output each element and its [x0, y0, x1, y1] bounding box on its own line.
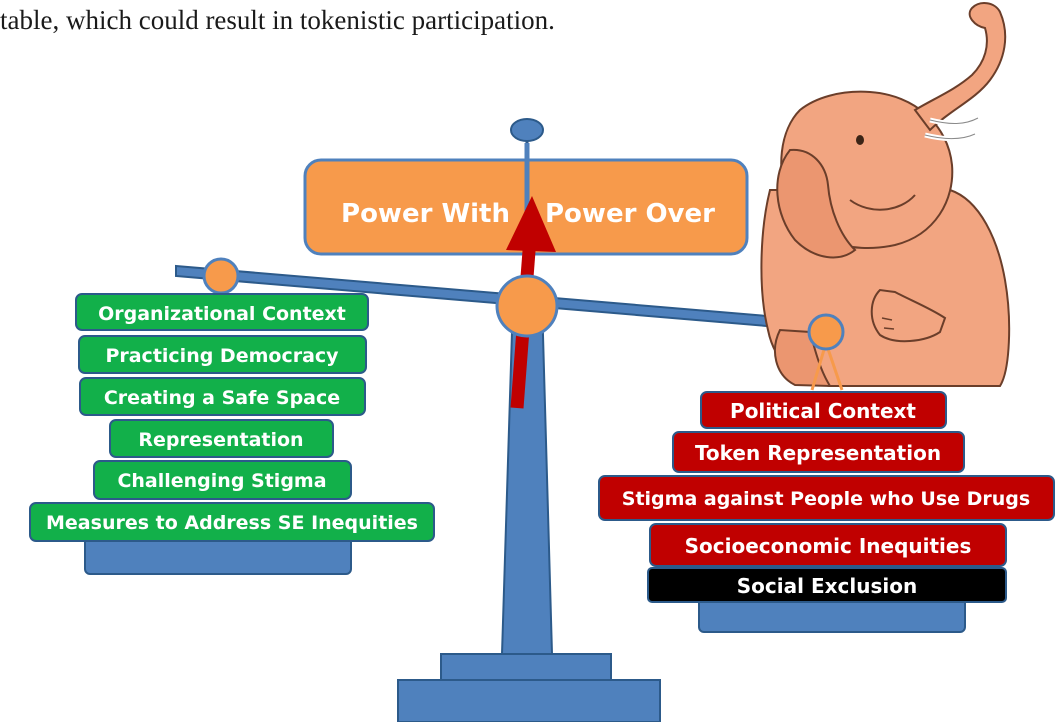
- left-block: Creating a Safe Space: [79, 377, 366, 416]
- right-block: Social Exclusion: [647, 567, 1007, 603]
- power-with-label: Power With: [341, 199, 510, 229]
- elephant-icon: [760, 2, 1011, 388]
- left-stack: Organizational Context Practicing Democr…: [29, 293, 435, 542]
- left-pan-knob: [202, 257, 240, 295]
- left-block: Challenging Stigma: [93, 460, 352, 500]
- right-pan-knob: [807, 313, 845, 351]
- right-pan-hanger: [810, 342, 844, 391]
- right-block-label: Stigma against People who Use Drugs: [622, 488, 1030, 510]
- right-block: Token Representation: [672, 431, 965, 473]
- right-block-label: Token Representation: [695, 441, 941, 465]
- left-block: Representation: [109, 419, 334, 458]
- left-block-label: Challenging Stigma: [117, 470, 326, 492]
- right-block: Political Context: [700, 391, 947, 429]
- left-block: Practicing Democracy: [78, 335, 367, 374]
- scale-pivot: [495, 274, 559, 338]
- right-stack: Political Context Token Representation S…: [598, 391, 1055, 603]
- left-block-label: Measures to Address SE Inequities: [46, 512, 418, 534]
- left-block: Organizational Context: [75, 293, 369, 331]
- left-block-label: Creating a Safe Space: [104, 387, 340, 409]
- left-block-label: Practicing Democracy: [105, 345, 339, 367]
- left-block-label: Representation: [138, 429, 303, 451]
- caption-text: table, which could result in tokenistic …: [0, 5, 555, 35]
- right-block-label: Socioeconomic Inequities: [685, 534, 972, 558]
- right-block: Stigma against People who Use Drugs: [598, 475, 1055, 521]
- power-over-label: Power Over: [545, 199, 715, 229]
- left-block-label: Organizational Context: [98, 303, 346, 325]
- scale-base: [397, 653, 661, 722]
- right-block-label: Social Exclusion: [737, 574, 917, 598]
- right-block-label: Political Context: [730, 399, 916, 423]
- right-block: Socioeconomic Inequities: [649, 523, 1007, 567]
- left-block: Measures to Address SE Inequities: [29, 502, 435, 542]
